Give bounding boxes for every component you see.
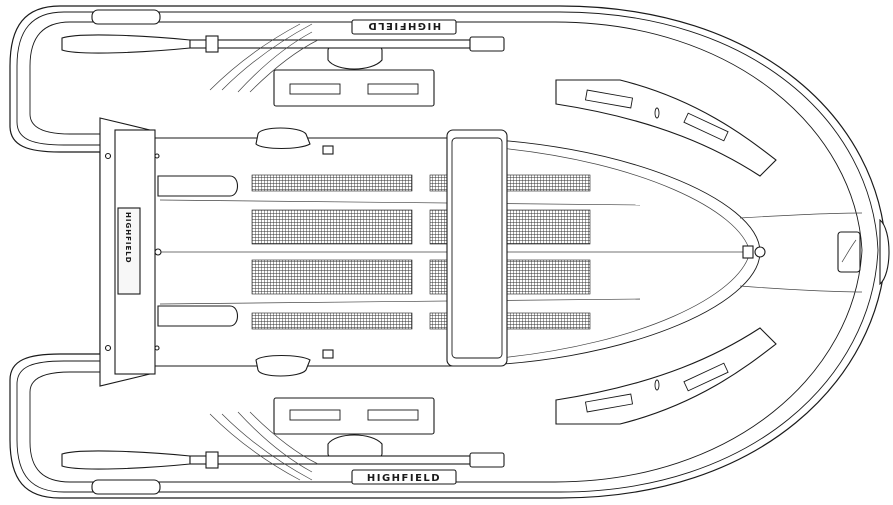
transom: HIGHFIELD <box>99 117 162 387</box>
tube-sleeves <box>157 175 239 327</box>
transom-brand-label: HIGHFIELD <box>124 212 132 264</box>
tube-stripes <box>209 23 319 481</box>
seat <box>446 129 508 367</box>
brand-label-top: HIGHFIELD <box>367 20 441 31</box>
hull-outline <box>9 5 887 499</box>
bow-fittings <box>742 218 890 286</box>
brand-label-bottom: HIGHFIELD <box>367 473 441 484</box>
tube-patches <box>273 69 777 435</box>
oar-top <box>61 34 505 54</box>
oar-bottom <box>61 450 505 470</box>
brand-labels: HIGHFIELD HIGHFIELD <box>351 19 457 485</box>
